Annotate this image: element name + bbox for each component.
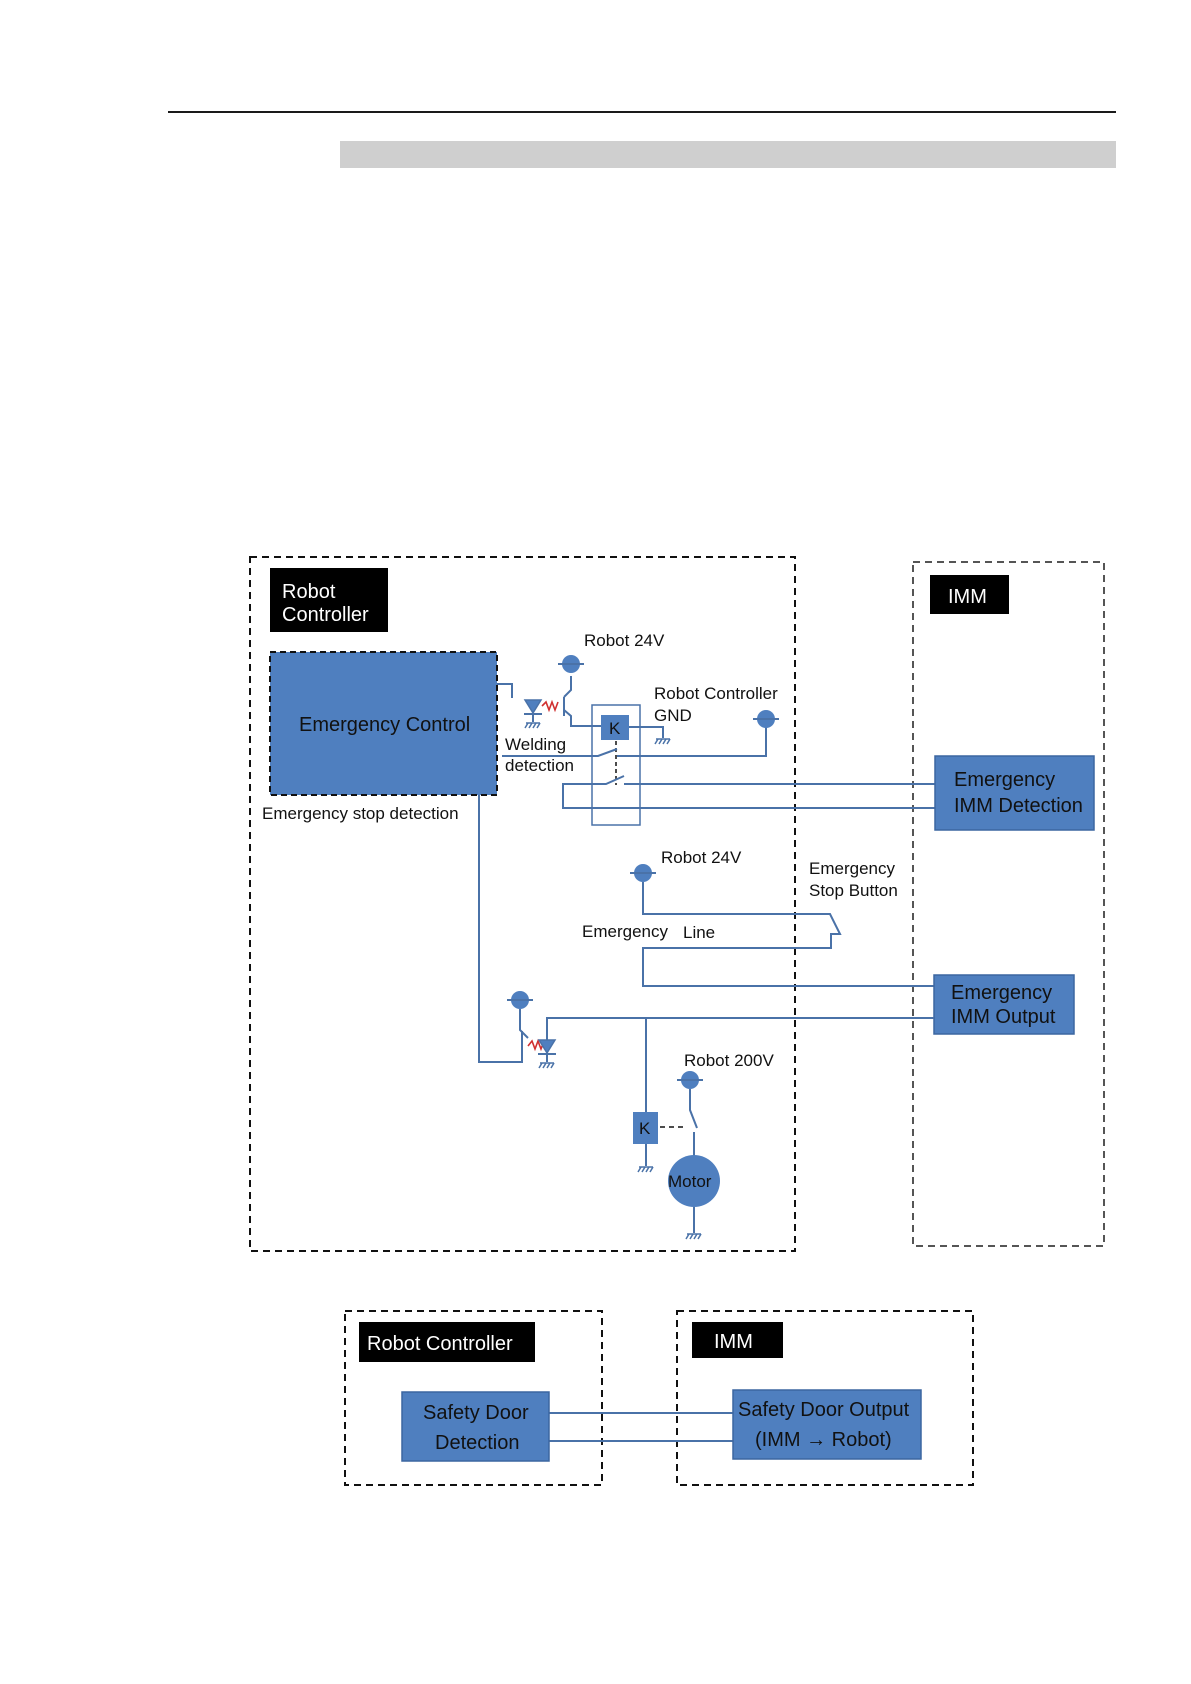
header-rule bbox=[168, 111, 1116, 113]
relay-housing bbox=[591, 704, 641, 826]
main-circuit-diagram: Robot Controller IMM Emergency Control E… bbox=[249, 556, 1105, 1252]
ground-icon bbox=[637, 1166, 654, 1173]
sd-imm-label: IMM bbox=[692, 1322, 783, 1358]
sd-robot-controller-label-text: Robot Controller bbox=[367, 1333, 513, 1355]
imm-label-text: IMM bbox=[948, 586, 987, 608]
emergency-imm-detection-line2: IMM Detection bbox=[954, 795, 1083, 817]
section-heading-bar bbox=[340, 141, 1116, 168]
safety-door-output-line1: Safety Door Output bbox=[738, 1399, 910, 1421]
emergency-line-label-word2: Line bbox=[683, 923, 715, 942]
emergency-imm-detection-block: Emergency IMM Detection bbox=[934, 755, 1095, 831]
imm-label: IMM bbox=[930, 575, 1009, 614]
relay-k-coil bbox=[601, 715, 629, 740]
robot-24v-mid-label: Robot 24V bbox=[661, 848, 742, 867]
motor-icon bbox=[668, 1155, 720, 1207]
relay-k2-label: K bbox=[639, 1119, 651, 1138]
robot-24v-top-label: Robot 24V bbox=[584, 631, 665, 650]
robot-200v-label: Robot 200V bbox=[684, 1051, 774, 1070]
robot-controller-frame bbox=[249, 556, 796, 1252]
safety-door-diagram: Robot Controller IMM Safety Door Detecti… bbox=[344, 1310, 974, 1486]
sd-robot-controller-frame bbox=[344, 1310, 603, 1486]
emergency-control-label: Emergency Control bbox=[299, 714, 470, 736]
emergency-control-block: Emergency Control bbox=[269, 651, 498, 796]
robot-controller-label: Robot Controller bbox=[270, 568, 388, 632]
emergency-stop-detection-label: Emergency stop detection bbox=[262, 804, 459, 823]
emergency-imm-detection-line1: Emergency bbox=[954, 769, 1055, 791]
welding-detection-circuit: Robot 24V K Robot Controller GND Welding… bbox=[497, 631, 936, 826]
sd-robot-controller-label: Robot Controller bbox=[359, 1322, 535, 1362]
emergency-stop-button-line1: Emergency bbox=[809, 859, 895, 878]
welding-detection-label-line2: detection bbox=[505, 756, 574, 775]
ground-icon bbox=[538, 1062, 555, 1069]
ground-icon bbox=[524, 722, 541, 729]
emergency-line-label-word1: Emergency bbox=[582, 922, 668, 941]
robot-controller-label-line2: Controller bbox=[282, 604, 369, 626]
safety-door-output-block: Safety Door Output (IMM → Robot) bbox=[732, 1389, 922, 1460]
robot-controller-label-line1: Robot bbox=[282, 581, 336, 603]
emergency-line-circuit: Robot 24V Emergency Stop Button Emergenc… bbox=[582, 848, 934, 987]
ground-icon bbox=[685, 1233, 702, 1240]
welding-detection-label-line1: Welding bbox=[505, 735, 566, 754]
imm-frame bbox=[912, 561, 1105, 1247]
safety-door-detection-line1: Safety Door bbox=[423, 1402, 529, 1424]
optocoupler-diode-icon bbox=[523, 699, 543, 715]
relay-k2-coil bbox=[633, 1112, 658, 1144]
safety-door-output-line2: (IMM → Robot) bbox=[755, 1429, 892, 1451]
safety-door-detection-line2: Detection bbox=[435, 1432, 520, 1454]
motor-label: Motor bbox=[668, 1172, 712, 1191]
sd-imm-frame bbox=[676, 1310, 974, 1486]
emergency-stop-button-line2: Stop Button bbox=[809, 881, 898, 900]
emergency-imm-output-block: Emergency IMM Output bbox=[933, 974, 1075, 1035]
optocoupler-light-icon bbox=[541, 699, 559, 713]
safety-door-detection-block: Safety Door Detection bbox=[401, 1391, 550, 1462]
lower-optocoupler-light-icon bbox=[527, 1038, 545, 1052]
motor-control-circuit: K Robot 200V Motor bbox=[478, 795, 934, 1240]
robot-controller-gnd-label-line1: Robot Controller bbox=[654, 684, 778, 703]
relay-k-label: K bbox=[609, 719, 621, 738]
sd-imm-label-text: IMM bbox=[714, 1331, 753, 1353]
robot-controller-gnd-label-line2: GND bbox=[654, 706, 692, 725]
ground-icon bbox=[654, 738, 671, 745]
emergency-imm-output-line2: IMM Output bbox=[951, 1006, 1056, 1028]
emergency-imm-output-line1: Emergency bbox=[951, 982, 1052, 1004]
